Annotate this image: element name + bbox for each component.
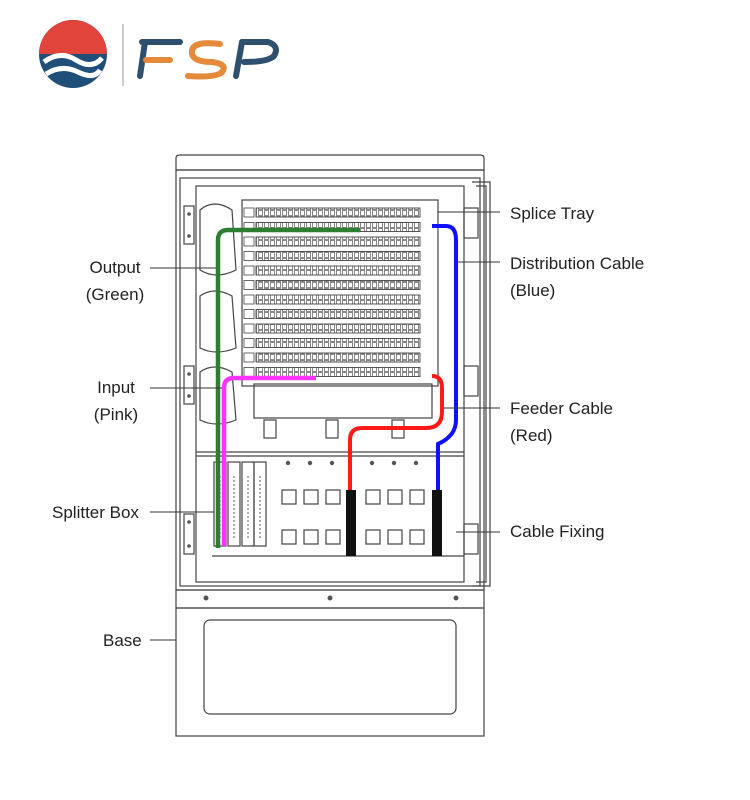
label-input: Input (Pink) (76, 374, 156, 428)
cable-fixing-clamps (281, 489, 425, 545)
label-feeder-cable: Feeder Cable (Red) (510, 395, 613, 449)
splice-tray-frame (241, 199, 439, 387)
label-base: Base (103, 627, 142, 654)
splice-tray-row (255, 338, 421, 348)
base-text: Base (103, 631, 142, 650)
splice-tray-row (255, 236, 421, 247)
splice-tray-row (255, 294, 421, 305)
label-cable-fixing: Cable Fixing (510, 518, 605, 545)
splice-tray-tab (243, 352, 255, 363)
logo-wordmark (137, 39, 279, 80)
input-text: Input (97, 378, 135, 397)
input-cable-pink (221, 375, 316, 546)
splice-tray-tab (243, 338, 255, 348)
label-output: Output (Green) (70, 254, 160, 308)
splice-tray-row (255, 309, 421, 319)
label-splice-tray: Splice Tray (510, 200, 594, 227)
output-color-text: (Green) (85, 285, 145, 304)
splitter-box-text: Splitter Box (52, 503, 139, 522)
cable-fixing-text: Cable Fixing (510, 522, 605, 541)
distribution-cable-color-text: (Blue) (510, 281, 556, 300)
distribution-cable-text: Distribution Cable (510, 254, 645, 273)
feeder-cable-color-text: (Red) (510, 426, 553, 445)
cabinet-roof (175, 154, 485, 171)
splice-tray-row (255, 323, 421, 334)
splice-tray-tab (243, 280, 255, 290)
splice-tray-row (255, 352, 421, 363)
label-splitter-box: Splitter Box (52, 499, 139, 526)
base-window (203, 619, 457, 715)
splice-tray-row (255, 367, 421, 377)
splice-tray-row (255, 207, 421, 218)
splice-tray-tab (243, 367, 255, 377)
feeder-cable-red (348, 374, 444, 556)
fsp-logo (39, 20, 279, 88)
splice-tray-tab (243, 251, 255, 261)
output-text: Output (89, 258, 141, 277)
feeder-cable-text: Feeder Cable (510, 399, 614, 418)
splice-tray-row (255, 251, 421, 261)
splice-tray-tab (243, 323, 255, 334)
output-cable-green (215, 227, 360, 548)
splice-tray-tab (243, 236, 255, 247)
splice-tray-tab (243, 265, 255, 276)
splice-tray-rows (243, 207, 421, 377)
splice-tray-tab (243, 294, 255, 305)
splice-tray-tab (243, 207, 255, 218)
distribution-cable-blue (432, 224, 458, 556)
input-color-text: (Pink) (93, 405, 139, 424)
splice-tray-row (255, 280, 421, 290)
splice-tray-tab (243, 309, 255, 319)
splice-tray-row (255, 265, 421, 276)
label-distribution-cable: Distribution Cable (Blue) (510, 250, 644, 304)
splice-tray-text: Splice Tray (510, 204, 595, 223)
cabinet-base (175, 607, 485, 737)
